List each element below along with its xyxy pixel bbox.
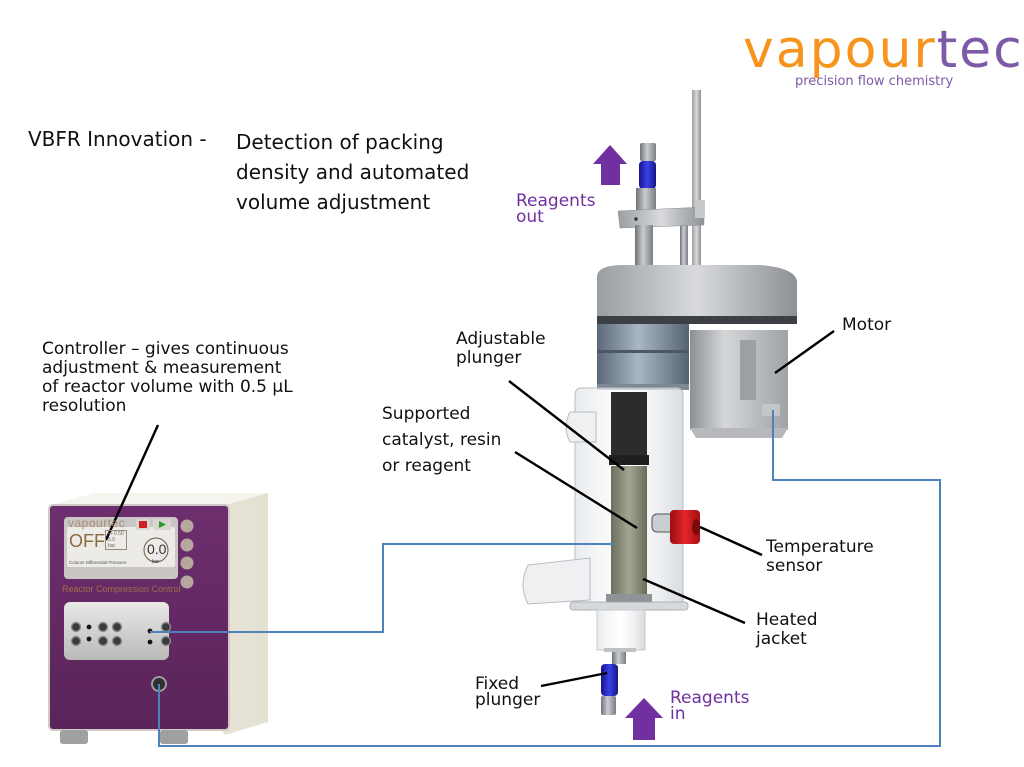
screen-caption: Column Differential Pressure xyxy=(69,560,127,565)
inlet-fitting xyxy=(601,664,618,696)
controller-screen xyxy=(67,527,175,567)
label-heated-jacket: Heated jacket xyxy=(756,610,818,649)
device-status: OFF xyxy=(69,531,105,551)
leader-catalyst xyxy=(514,450,638,530)
leader-heated-jacket xyxy=(642,577,746,625)
top-housing xyxy=(597,265,797,318)
logo-tagline: precision flow chemistry xyxy=(795,74,954,89)
outlet-cap xyxy=(640,143,656,161)
panel-label: Reactor Compression Control xyxy=(62,584,181,594)
device-setpoint: +/-0.50 5.0 bar xyxy=(105,530,127,550)
logo-word-tec: tec xyxy=(936,20,1024,80)
label-fixed-plunger: Fixed plunger xyxy=(475,674,541,710)
setpoint-unit: bar xyxy=(108,543,116,549)
outlet-fitting xyxy=(639,161,656,189)
device-brand: vapourtec xyxy=(68,516,126,530)
label-temperature-sensor: Temperature sensor xyxy=(766,537,874,576)
lower-body xyxy=(596,609,646,651)
collar xyxy=(597,324,689,388)
logo-word-vapour: vapour xyxy=(743,20,937,80)
leader-motor xyxy=(774,330,835,374)
sensor-wire xyxy=(150,543,615,633)
controller-device xyxy=(48,493,268,744)
resin-column xyxy=(611,466,647,596)
signal-wires xyxy=(150,410,941,747)
reactor-assembly xyxy=(522,90,797,715)
title-prefix: VBFR Innovation - xyxy=(28,127,207,151)
confirm-button[interactable] xyxy=(180,538,194,552)
label-reagents-out: Reagents out xyxy=(516,191,596,227)
reagents-in-arrow[interactable] xyxy=(625,698,663,740)
leader-controller xyxy=(104,424,160,541)
leader-adjustable-plunger xyxy=(508,380,625,471)
motor-wire xyxy=(158,410,941,747)
leader-fixed-plunger xyxy=(540,671,608,688)
setpoint-value: 5.0 xyxy=(108,537,115,543)
guide-rod xyxy=(692,90,701,290)
inlet-cap xyxy=(601,696,616,715)
gauge-unit: bar xyxy=(152,559,160,565)
port-row xyxy=(70,621,172,647)
upper-bracket xyxy=(617,206,705,229)
title-text: Detection of packing density and automat… xyxy=(236,130,470,214)
label-supported-catalyst: Supported catalyst, resin or reagent xyxy=(382,404,502,476)
guide-rod-2 xyxy=(680,210,688,280)
label-controller: Controller – gives continuous adjustment… xyxy=(42,339,293,416)
setpoint-tolerance: +/-0.50 xyxy=(108,531,124,537)
temperature-sensor-cap xyxy=(670,510,700,544)
leader-lines xyxy=(104,330,835,688)
gauge-value: 0.0 xyxy=(147,541,167,557)
vapourtec-logo: vapourtec xyxy=(743,22,1024,78)
leader-temperature xyxy=(699,525,763,557)
outlet-stem xyxy=(636,188,656,210)
label-reagents-in: Reagents in xyxy=(670,688,750,724)
label-motor: Motor xyxy=(842,315,892,335)
center-shaft xyxy=(635,225,653,275)
adjustable-plunger xyxy=(611,392,647,462)
menu-button[interactable] xyxy=(180,519,194,533)
tool-button[interactable] xyxy=(180,556,194,570)
reagents-out-arrow[interactable] xyxy=(593,145,627,185)
label-adjustable-plunger: Adjustable plunger xyxy=(456,329,546,368)
arrow-button[interactable] xyxy=(180,575,194,589)
